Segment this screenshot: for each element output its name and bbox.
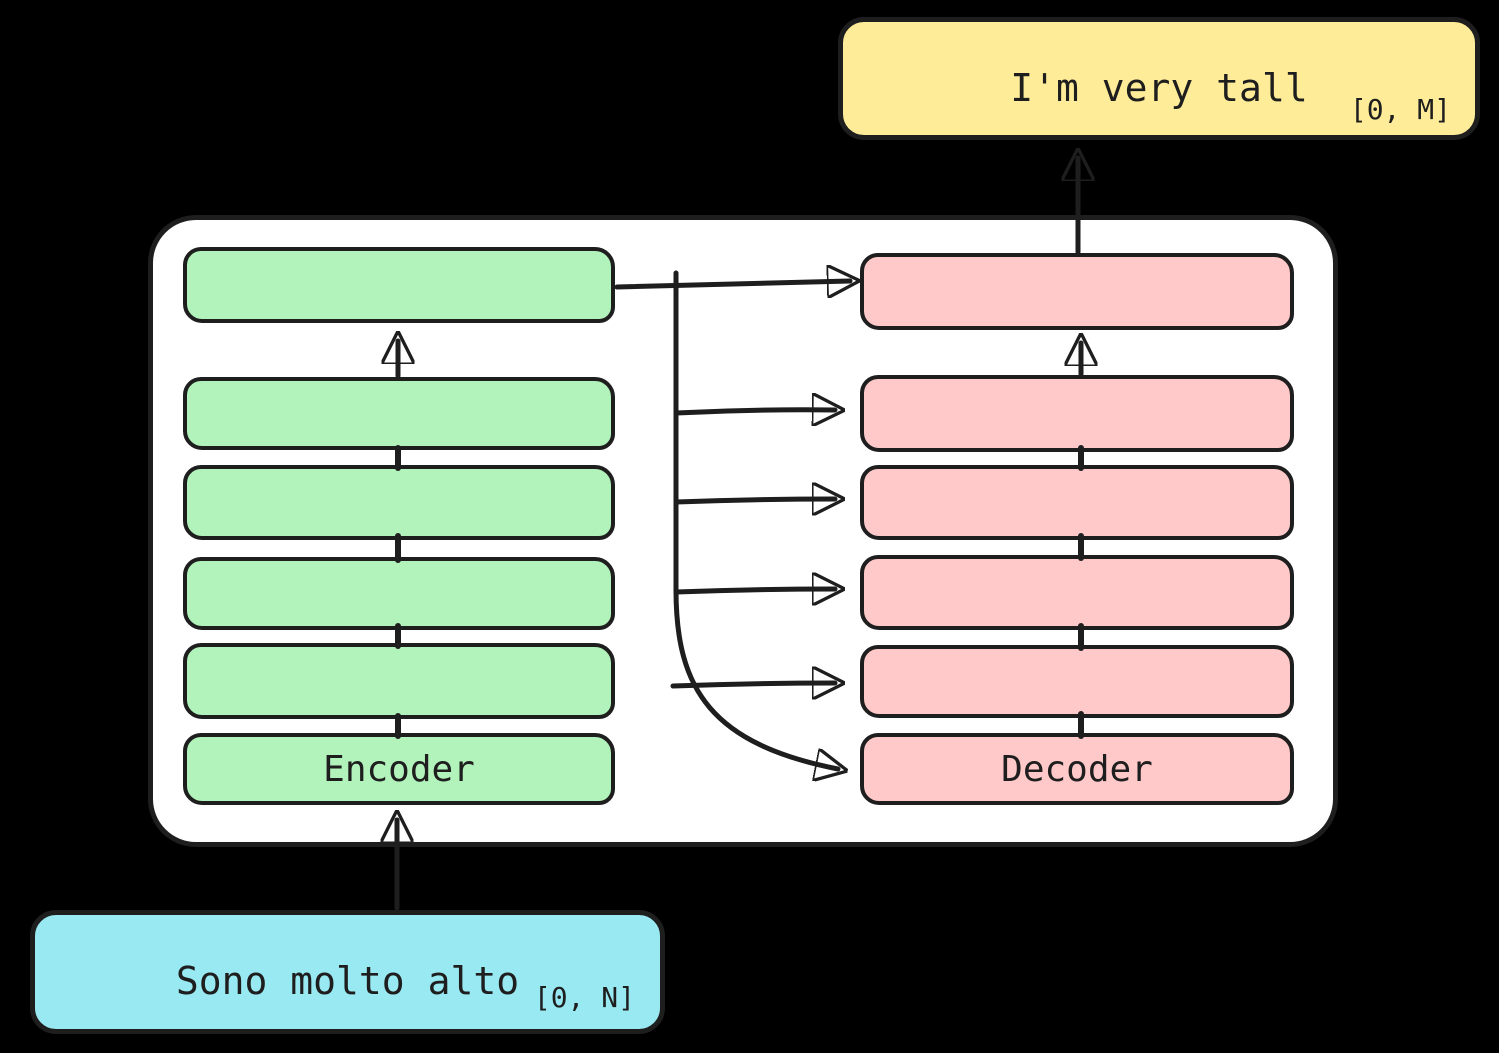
output-text: I'm very tall: [1010, 65, 1308, 110]
encoder-label: Encoder: [323, 748, 475, 790]
encoder-layer: [183, 557, 615, 630]
encoder-stack: Encoder: [183, 247, 615, 805]
input-text-box: Sono molto alto [0, N]: [30, 910, 665, 1034]
decoder-layer: [860, 253, 1294, 330]
decoder-label: Decoder: [1001, 748, 1153, 790]
encoder-block: Encoder: [183, 733, 615, 805]
decoder-layer: [860, 645, 1294, 718]
output-text-box: I'm very tall [0, M]: [838, 17, 1480, 140]
encoder-layer: [183, 377, 615, 450]
decoder-stack: Decoder: [860, 253, 1294, 805]
decoder-layer: [860, 375, 1294, 452]
decoder-layer: [860, 555, 1294, 630]
decoder-layer: [860, 465, 1294, 540]
output-range-label: [0, M]: [1349, 93, 1451, 126]
encoder-layer: [183, 643, 615, 719]
encoder-layer: [183, 465, 615, 540]
input-range-label: [0, N]: [533, 981, 635, 1014]
input-text: Sono molto alto: [175, 959, 520, 1003]
encoder-layer: [183, 247, 615, 323]
decoder-block: Decoder: [860, 733, 1294, 805]
